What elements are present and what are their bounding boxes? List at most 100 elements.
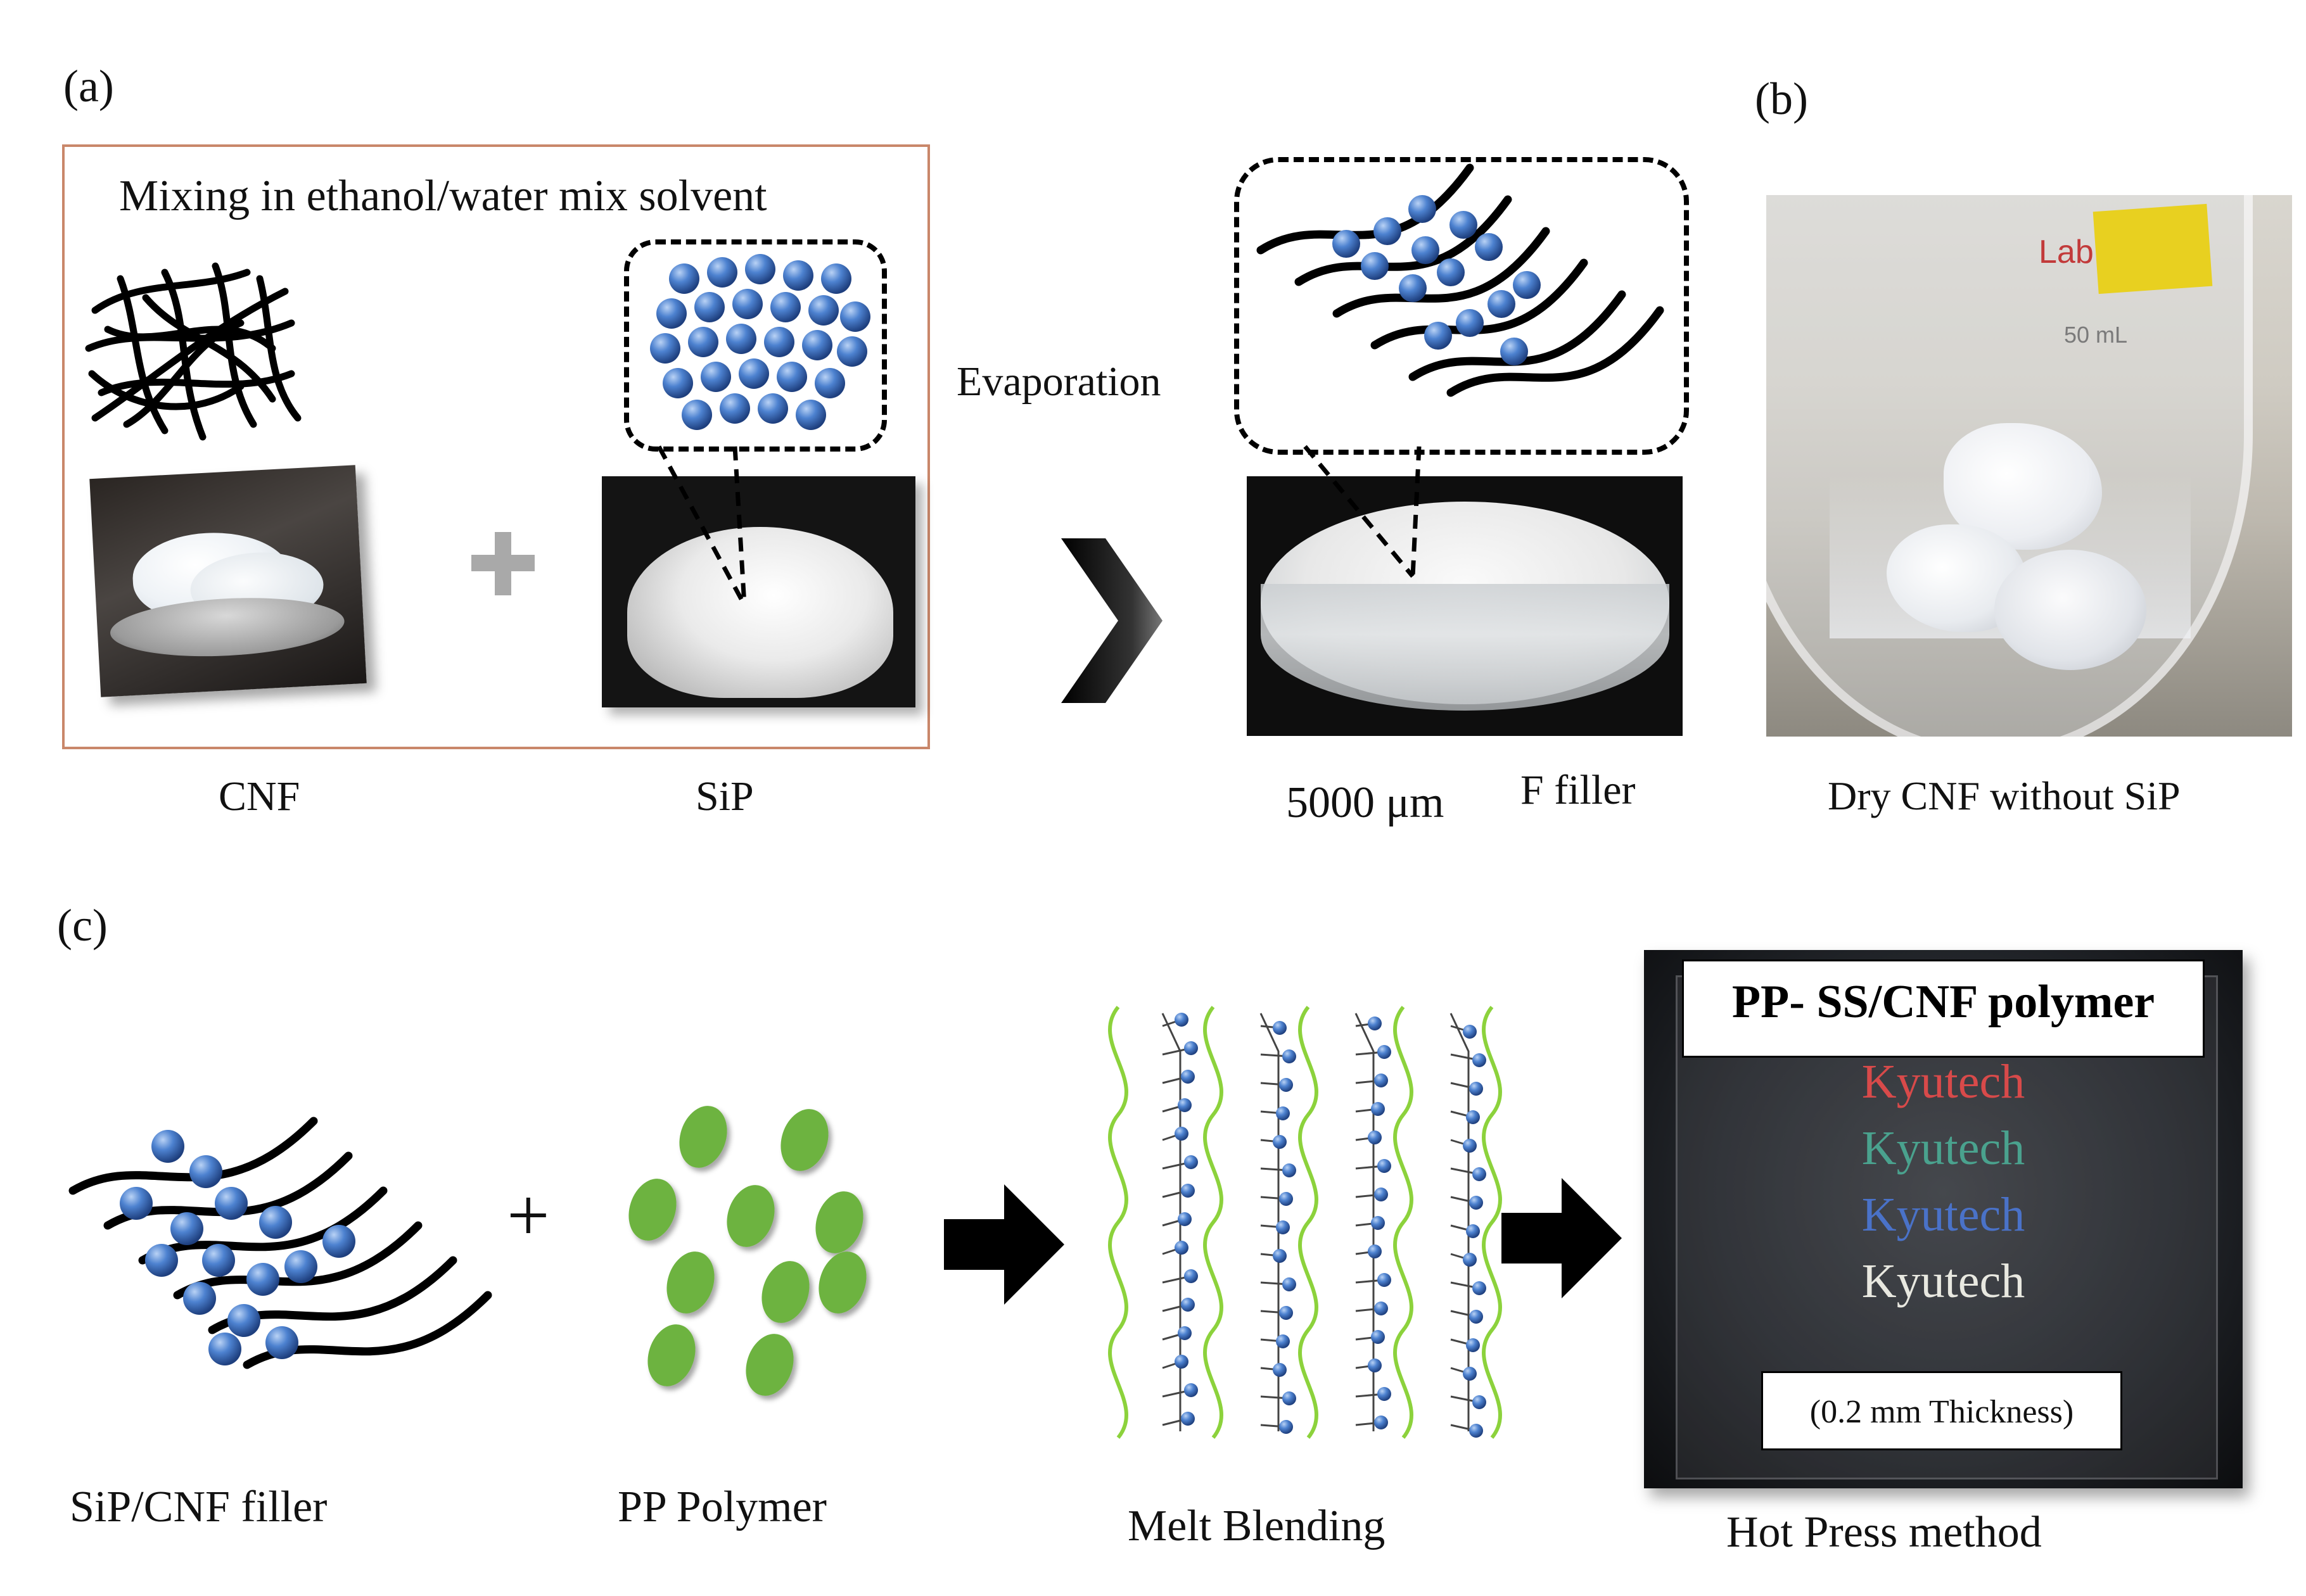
pp-polymer-pellets bbox=[628, 1106, 867, 1396]
pp-pellet bbox=[815, 1191, 863, 1253]
sip-bead bbox=[1181, 1070, 1195, 1084]
beaker-marking-lab: Lab bbox=[2039, 234, 2094, 270]
sip-particle bbox=[1513, 271, 1541, 299]
sip-bead bbox=[1282, 1049, 1296, 1063]
sip-bead bbox=[1282, 1163, 1296, 1177]
sip-bead bbox=[1466, 1338, 1480, 1352]
sip-bead bbox=[1181, 1184, 1195, 1198]
sip-bead bbox=[1276, 1106, 1290, 1120]
plus-icon-vertical bbox=[495, 532, 511, 595]
kyutech-blue: Kyutech bbox=[1861, 1188, 2025, 1241]
filler-schematic bbox=[1256, 163, 1664, 397]
pp-pellet bbox=[780, 1109, 829, 1171]
sip-bead bbox=[1175, 1013, 1188, 1027]
sip-particle bbox=[656, 298, 687, 329]
sip-bead bbox=[1469, 1082, 1483, 1096]
sip-bead bbox=[1469, 1196, 1483, 1210]
sip-bead bbox=[1472, 1395, 1486, 1409]
sip-bead bbox=[1374, 1302, 1388, 1315]
sip-particle bbox=[1361, 252, 1389, 280]
scale-label: 5000 μm bbox=[1286, 778, 1444, 827]
pp-pellet bbox=[679, 1106, 727, 1168]
sip-particle bbox=[183, 1282, 216, 1315]
sip-particle bbox=[1411, 236, 1439, 264]
panel-a-tag: (a) bbox=[63, 61, 114, 111]
sip-bead bbox=[1466, 1224, 1480, 1238]
panel-c-tag: (c) bbox=[57, 900, 108, 951]
sip-bead bbox=[1178, 1098, 1192, 1112]
sip-particle bbox=[758, 393, 788, 424]
sip-particle bbox=[215, 1187, 248, 1220]
pp-pellet bbox=[647, 1324, 696, 1386]
sip-particle bbox=[783, 260, 813, 291]
sip-particle bbox=[120, 1187, 153, 1220]
sip-particle bbox=[808, 295, 839, 326]
sip-bead bbox=[1463, 1139, 1477, 1153]
melt-blending-schematic bbox=[1108, 1006, 1502, 1439]
sip-bead bbox=[1175, 1241, 1188, 1255]
sip-bead bbox=[1374, 1074, 1388, 1087]
sip-bead bbox=[1469, 1310, 1483, 1324]
sip-particle bbox=[1424, 322, 1452, 350]
kyutech-white: Kyutech bbox=[1861, 1255, 2025, 1308]
sip-bead bbox=[1276, 1334, 1290, 1348]
kyutech-green: Kyutech bbox=[1861, 1122, 2025, 1175]
cnf-gel-photo bbox=[89, 465, 367, 697]
sip-particle bbox=[189, 1155, 222, 1188]
sip-particle bbox=[170, 1212, 203, 1245]
sip-bead bbox=[1279, 1306, 1293, 1320]
cnf-fiber bbox=[68, 1117, 318, 1195]
sip-particle bbox=[322, 1225, 355, 1258]
sip-bead bbox=[1463, 1025, 1477, 1039]
sip-particle bbox=[840, 301, 870, 332]
polymer-strand bbox=[1482, 1006, 1502, 1439]
sip-particle bbox=[151, 1130, 184, 1163]
sip-particle bbox=[1475, 233, 1503, 261]
cnf-fiber bbox=[1332, 227, 1550, 318]
sip-particle bbox=[1500, 338, 1528, 365]
sip-particle bbox=[1408, 195, 1436, 223]
sip-bead bbox=[1279, 1078, 1293, 1092]
forward-arrow-icon-1 bbox=[944, 1184, 1064, 1305]
pp-pellet bbox=[819, 1251, 867, 1314]
panel-b-tag: (b) bbox=[1755, 73, 1808, 124]
sip-particles bbox=[650, 254, 870, 430]
mixing-frame bbox=[62, 144, 930, 749]
sip-bead bbox=[1377, 1159, 1391, 1173]
thickness-label: (0.2 mm Thickness) bbox=[1809, 1394, 2074, 1430]
sip-bead bbox=[1279, 1420, 1293, 1434]
sip-particle bbox=[1373, 217, 1401, 245]
sip-bead bbox=[1472, 1053, 1486, 1067]
filler-zoom-lines bbox=[1303, 445, 1422, 578]
sip-bead bbox=[1374, 1416, 1388, 1429]
sip-particle bbox=[1399, 274, 1427, 302]
pp-pellet bbox=[746, 1334, 794, 1396]
sip-bead bbox=[1371, 1216, 1385, 1230]
sip-zoom-lines bbox=[656, 445, 747, 606]
pp-pellet bbox=[761, 1261, 810, 1323]
sip-bead bbox=[1377, 1045, 1391, 1059]
filler-label: F filler bbox=[1520, 767, 1636, 813]
film-title: PP- SS/CNF polymer bbox=[1731, 976, 2155, 1028]
sip-particle bbox=[732, 289, 763, 319]
cnf-fiber-tangle bbox=[85, 262, 302, 441]
sip-bead bbox=[1184, 1269, 1198, 1283]
chevron-arrow-icon bbox=[1061, 538, 1163, 703]
sip-bead bbox=[1472, 1167, 1486, 1181]
sip-bead bbox=[1371, 1102, 1385, 1116]
forward-arrow-icon-2 bbox=[1501, 1178, 1622, 1298]
sip-particle bbox=[663, 368, 693, 398]
sip-particle bbox=[720, 393, 750, 424]
sip-bead bbox=[1377, 1273, 1391, 1287]
sip-powder-photo bbox=[602, 476, 915, 707]
sip-bead bbox=[1282, 1391, 1296, 1405]
sip-particle bbox=[694, 292, 725, 322]
sip-particle bbox=[246, 1263, 279, 1296]
evaporation-label: Evaporation bbox=[957, 358, 1161, 405]
sip-bead bbox=[1282, 1277, 1296, 1291]
plus-sign: + bbox=[507, 1173, 550, 1257]
sip-cnf-filler-schematic bbox=[68, 1117, 492, 1369]
sip-particle bbox=[145, 1244, 178, 1277]
sip-particle bbox=[1332, 230, 1360, 258]
sip-label: SiP bbox=[696, 773, 754, 820]
